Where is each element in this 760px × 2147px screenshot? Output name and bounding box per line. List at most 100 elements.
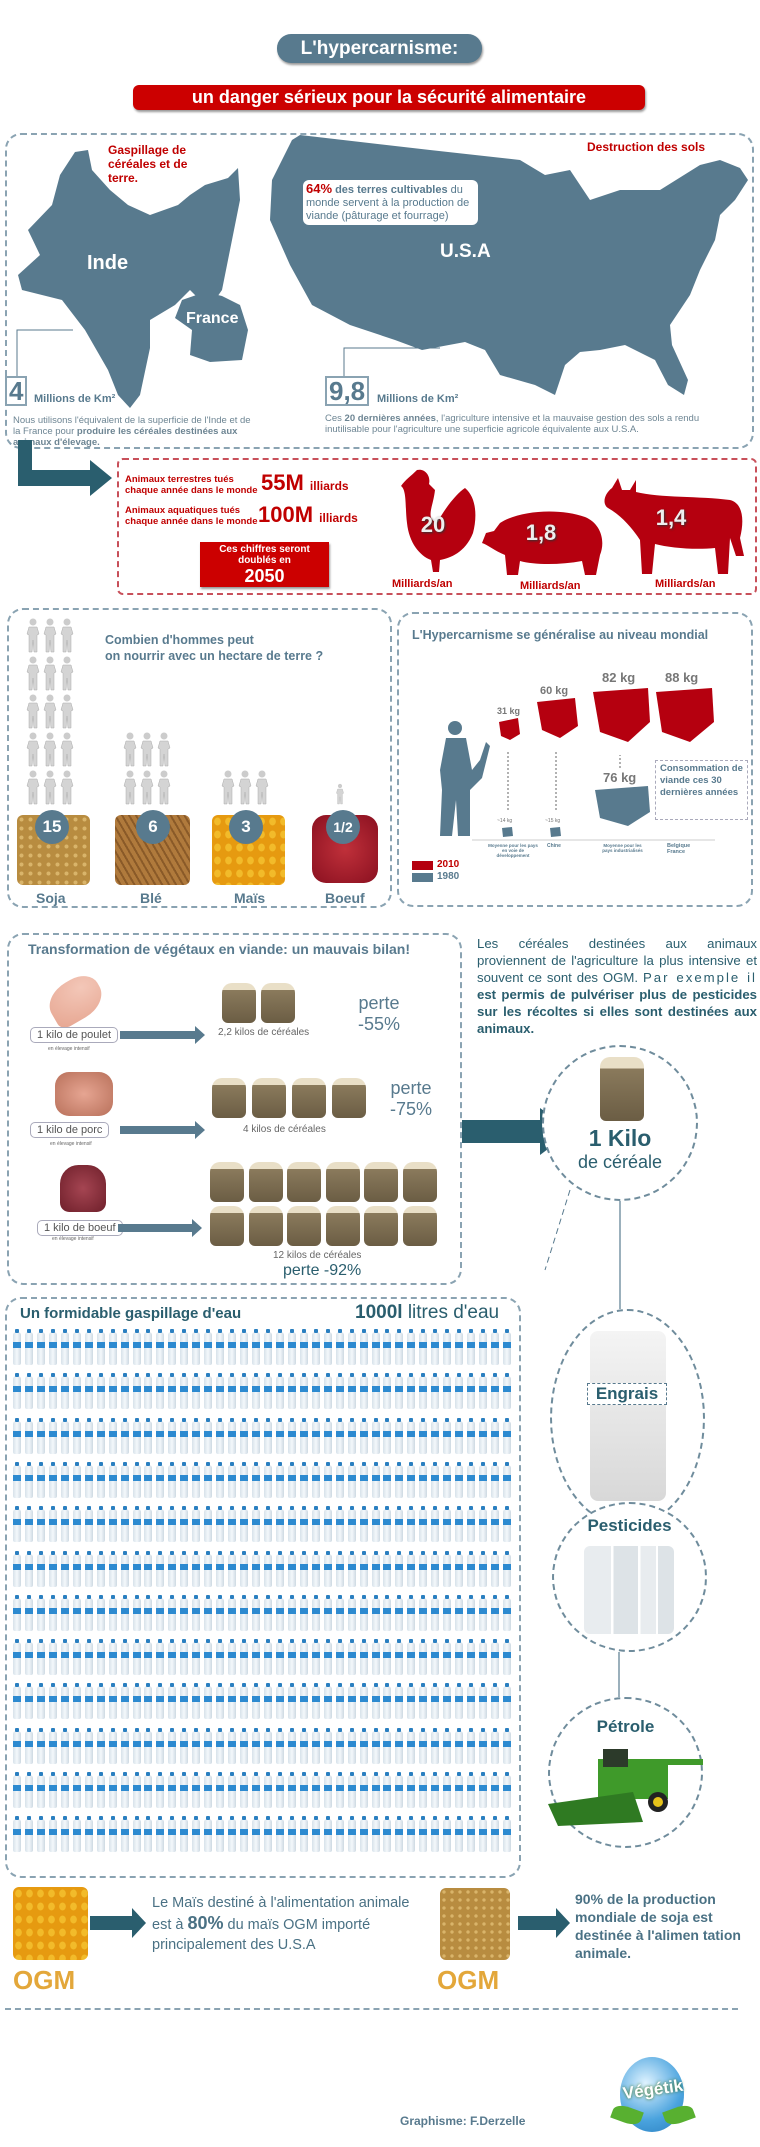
water-bottle-icon xyxy=(120,1594,129,1631)
water-bottle-icon xyxy=(36,1373,45,1410)
water-bottle-icon xyxy=(36,1550,45,1587)
person-icon xyxy=(255,770,269,805)
arrow-right-icon xyxy=(120,1026,205,1044)
kilo-big: 1 Kilo xyxy=(588,1125,652,1151)
value-1980-china: ~15 kg xyxy=(545,818,561,824)
meat-sub-poulet: en élevage intensif xyxy=(48,1046,90,1052)
loss-value: -92% xyxy=(323,1262,362,1279)
water-bottle-icon xyxy=(479,1329,488,1365)
sack-icon xyxy=(252,1078,286,1118)
water-bottle-icon xyxy=(287,1594,296,1631)
water-bottle-icon xyxy=(60,1417,69,1454)
water-bottle-icon xyxy=(395,1683,404,1720)
pct: 90% xyxy=(575,1891,604,1907)
water-bottle-icon xyxy=(156,1417,165,1454)
water-bottle-icon xyxy=(204,1550,213,1587)
pork-image xyxy=(55,1072,113,1116)
sea-killed-label: Animaux aquatiques tués chaque année dan… xyxy=(125,505,258,527)
water-bottle-icon xyxy=(132,1816,141,1853)
water-bottle-icon xyxy=(443,1772,452,1808)
water-bottle-icon xyxy=(383,1594,392,1631)
water-bottle-icon xyxy=(323,1639,332,1676)
land-killed-value: 55M illiards xyxy=(261,470,349,496)
text: de la production mondiale de soja est de… xyxy=(575,1891,741,1961)
world-title: L'Hypercarnisme se généralise au niveau … xyxy=(412,628,709,642)
water-bottle-icon xyxy=(192,1816,201,1853)
water-bottle-icon xyxy=(168,1727,177,1764)
person-icon xyxy=(157,770,171,805)
beef-image xyxy=(60,1165,106,1212)
value-2010-industrial: 82 kg xyxy=(602,670,636,685)
note-text: Ces chiffres seront doublés en xyxy=(219,544,310,566)
sack-icon xyxy=(332,1078,366,1118)
water-bottle-icon xyxy=(108,1639,117,1676)
water-bottle-icon xyxy=(407,1417,416,1454)
india-area-unit: Millions de Km² xyxy=(34,393,116,405)
water-bottle-icon xyxy=(347,1329,356,1365)
water-bottle-icon xyxy=(36,1772,45,1808)
water-bottle-icon xyxy=(24,1373,33,1410)
water-bottle-icon xyxy=(180,1461,189,1498)
water-bottle-icon xyxy=(275,1594,284,1631)
water-bottle-icon xyxy=(228,1816,237,1853)
water-bottle-icon xyxy=(419,1373,428,1410)
water-bottle-icon xyxy=(84,1594,93,1631)
water-bottle-icon xyxy=(204,1417,213,1454)
water-bottle-icon xyxy=(144,1461,153,1498)
water-bottle-icon xyxy=(156,1373,165,1410)
water-bottle-icon xyxy=(60,1550,69,1587)
water-bottle-icon xyxy=(275,1772,284,1808)
water-bottle-icon xyxy=(156,1727,165,1764)
water-bottle-icon xyxy=(240,1816,249,1853)
water-bottle-icon xyxy=(443,1683,452,1720)
water-bottle-icon xyxy=(168,1417,177,1454)
water-bottle-icon xyxy=(335,1727,344,1764)
water-bottle-icon xyxy=(228,1727,237,1764)
water-bottle-icon xyxy=(132,1683,141,1720)
water-bottle-icon xyxy=(287,1461,296,1498)
water-bottle-icon xyxy=(252,1727,260,1764)
water-bottle-icon xyxy=(48,1329,57,1365)
water-bottle-icon xyxy=(120,1329,129,1365)
water-bottle-icon xyxy=(144,1639,153,1676)
person-icon xyxy=(43,618,57,653)
water-bottle-icon xyxy=(228,1639,237,1676)
arrow-right-icon xyxy=(518,1908,570,1938)
pesticides-circle: Pesticides xyxy=(552,1502,707,1652)
value-1980-industrial: 76 kg xyxy=(603,770,637,785)
loss-word: perte xyxy=(358,993,400,1013)
pesticide-bottles-image xyxy=(584,1546,674,1634)
water-bottle-icon xyxy=(359,1329,368,1365)
water-bottle-icon xyxy=(96,1373,105,1410)
water-bottle-icon xyxy=(108,1772,117,1808)
sack-icon xyxy=(402,1206,437,1246)
water-bottle-icon xyxy=(204,1816,213,1853)
water-bottle-icon xyxy=(371,1683,380,1720)
water-bottle-icon xyxy=(467,1639,476,1676)
water-bottle-icon xyxy=(84,1417,93,1454)
water-bottle-icon xyxy=(108,1594,117,1631)
water-bottle-icon xyxy=(72,1683,81,1720)
water-bottle-icon xyxy=(168,1639,177,1676)
water-bottle-icon xyxy=(323,1461,332,1498)
person-icon xyxy=(60,770,74,805)
water-bottle-icon xyxy=(502,1506,511,1543)
water-bottle-icon xyxy=(240,1727,249,1764)
water-bottle-icon xyxy=(48,1373,57,1410)
person-icon xyxy=(43,656,57,691)
water-bottle-icon xyxy=(395,1461,404,1498)
water-bottle-icon xyxy=(144,1373,153,1410)
growth-arrows xyxy=(507,752,621,810)
text-bold: 20 dernières années xyxy=(344,413,436,424)
transform-section xyxy=(7,933,462,1285)
water-bottle-icon xyxy=(407,1329,416,1365)
water-bottle-icon xyxy=(299,1816,308,1853)
water-bottle-icon xyxy=(347,1417,356,1454)
water-bottle-icon xyxy=(48,1816,57,1853)
water-bottle-icon xyxy=(311,1772,320,1808)
water-bottle-icon xyxy=(383,1550,392,1587)
water-bottle-icon xyxy=(180,1550,189,1587)
water-bottle-icon xyxy=(192,1594,201,1631)
water-bottle-icon xyxy=(96,1329,105,1365)
